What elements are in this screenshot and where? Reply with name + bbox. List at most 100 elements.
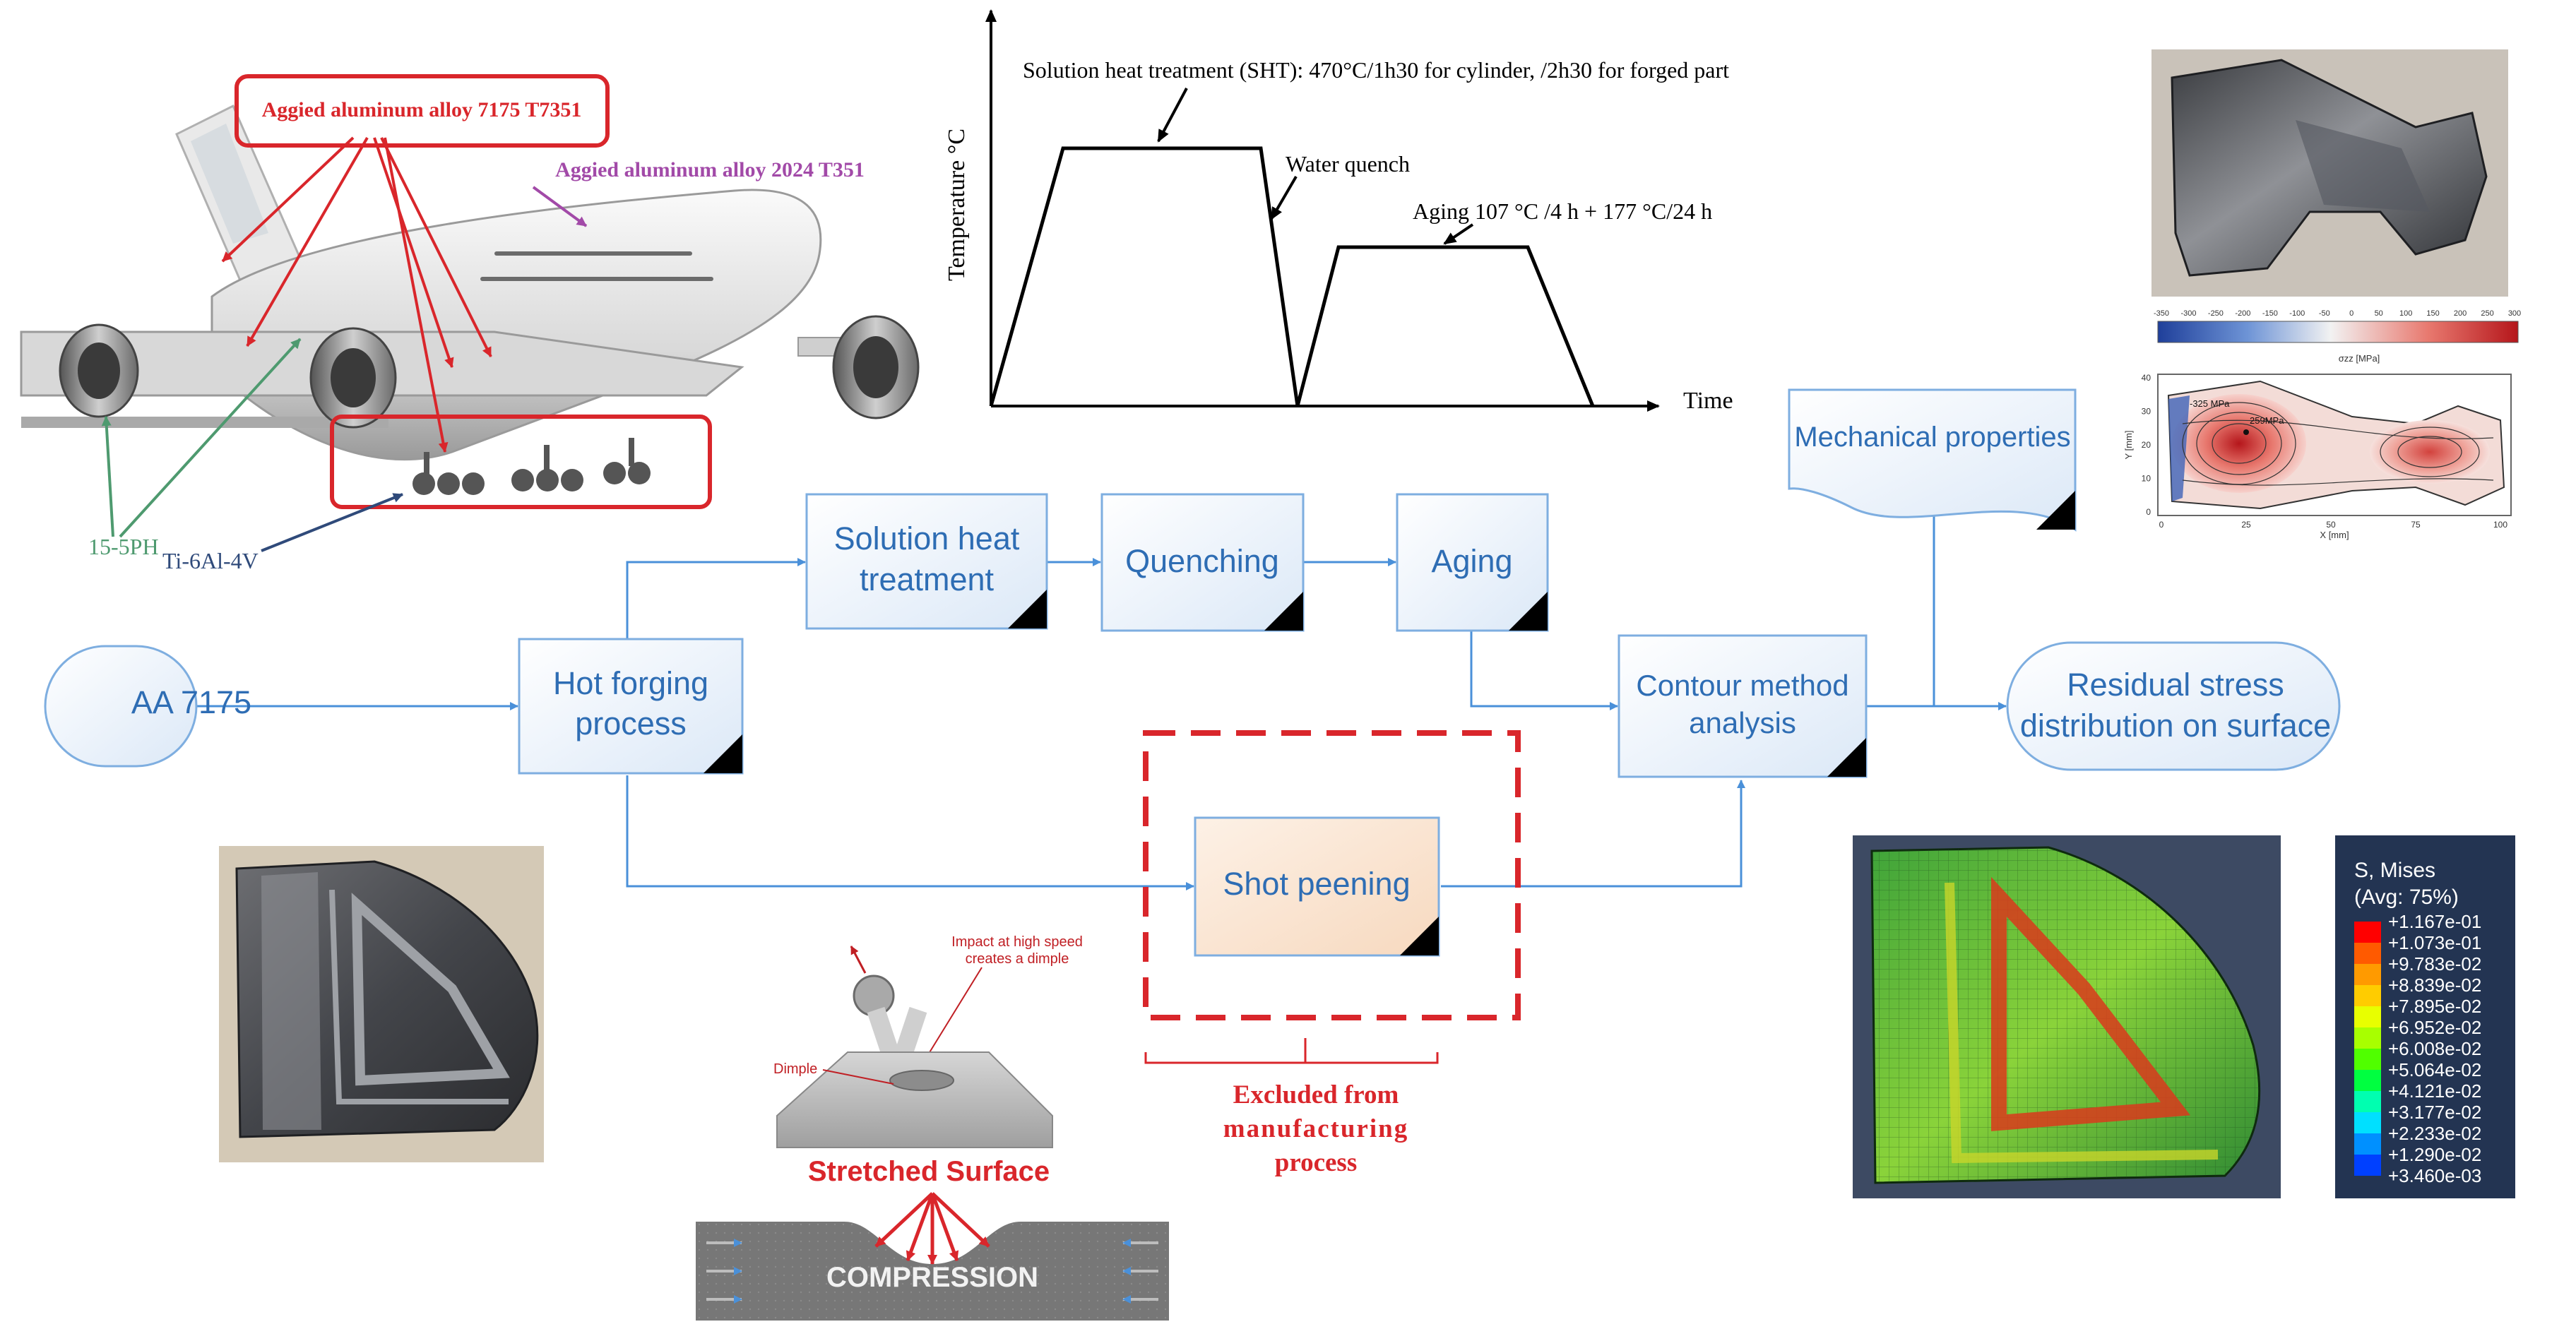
node-hot-forging-l1: Hot forging <box>553 665 708 701</box>
contour-scale-tick: -250 <box>2208 309 2224 318</box>
mises-legend-swatch <box>2354 922 2381 943</box>
node-shot-peening[interactable]: Shot peening <box>1194 816 1440 957</box>
callout-2024-arrow <box>532 186 588 227</box>
callout-2024-label: Aggied aluminum alloy 2024 T351 <box>555 158 865 181</box>
node-contour-method[interactable]: Contour method analysis <box>1618 634 1868 778</box>
mises-legend-title-l1: S, Mises <box>2354 859 2435 882</box>
contour-x-tick: 25 <box>2241 520 2251 530</box>
node-aa7175-label: AA 7175 <box>131 684 251 720</box>
aircraft-landing-gear <box>412 438 651 495</box>
excluded-label-l1: Excluded from <box>1233 1080 1399 1109</box>
heat-treatment-aging-arrow <box>1443 223 1474 245</box>
contour-note-a: -325 MPa <box>2190 398 2230 409</box>
node-aa7175[interactable]: AA 7175 <box>44 645 251 768</box>
aircraft-wing-shadow <box>21 417 388 428</box>
peening-compression-label: COMPRESSION <box>826 1262 1038 1293</box>
fem-hotspot-rim <box>1991 876 2191 1131</box>
mises-legend-value: +6.952e-02 <box>2388 1017 2481 1038</box>
contour-scale-tick: -350 <box>2154 309 2169 318</box>
contour-y-tick: 0 <box>2146 507 2151 517</box>
contour-scale-tick: 300 <box>2508 309 2521 318</box>
mises-legend-swatch <box>2354 985 2381 1006</box>
mises-legend-swatch <box>2354 1112 2381 1133</box>
peening-dimple-pointer <box>822 1069 894 1085</box>
mises-legend-title-l2: (Avg: 75%) <box>2354 886 2459 909</box>
contour-y-tick: 10 <box>2142 474 2151 484</box>
mises-legend-value: +1.290e-02 <box>2388 1144 2481 1165</box>
contour-unit-label: σzz [MPa] <box>2339 353 2380 364</box>
heat-treatment-x-label: Time <box>1683 388 1733 414</box>
contour-scale-tick: 50 <box>2375 309 2383 318</box>
peening-stretch-arrows <box>874 1192 990 1265</box>
excluded-bracket <box>1144 1038 1439 1064</box>
mises-legend-swatch <box>2354 1155 2381 1176</box>
forged-sample-photo <box>219 846 544 1162</box>
node-residual-stress-result[interactable]: Residual stress distribution on surface <box>2006 641 2341 771</box>
mises-legend-swatch <box>2354 943 2381 964</box>
mises-legend-value: +7.895e-02 <box>2388 996 2481 1017</box>
callout-7175-label: Aggied aluminum alloy 7175 T7351 <box>262 98 582 121</box>
contour-x-tick: 75 <box>2411 520 2421 530</box>
contour-scale-tick: -100 <box>2289 309 2305 318</box>
node-solution-heat-treatment[interactable]: Solution heat treatment <box>805 493 1048 630</box>
mises-legend-value: +4.121e-02 <box>2388 1080 2481 1102</box>
node-contour-l2: analysis <box>1689 706 1796 739</box>
mises-legend-value: +1.073e-01 <box>2388 932 2481 953</box>
node-aging[interactable]: Aging <box>1396 493 1549 632</box>
heat-treatment-y-label: Temperature °C <box>944 129 970 281</box>
mises-legend-swatch <box>2354 1133 2381 1155</box>
node-result-l1: Residual stress <box>2067 667 2284 703</box>
mises-legend-value: +1.167e-01 <box>2388 911 2481 932</box>
mises-legend-swatch <box>2354 964 2381 985</box>
mises-legend-swatch <box>2354 1091 2381 1112</box>
heat-treatment-curve <box>989 146 1595 407</box>
node-quenching-label: Quenching <box>1125 543 1279 579</box>
aircraft-tail-stripes <box>191 124 268 244</box>
aircraft-illustration: Aggied aluminum alloy 7175 T7351 Aggied … <box>20 74 920 573</box>
mises-legend-swatch <box>2354 1027 2381 1049</box>
peening-stretched-label: Stretched Surface <box>808 1156 1050 1187</box>
peening-ball-arrow <box>850 946 867 974</box>
excluded-label-l2: manufacturing <box>1223 1114 1408 1143</box>
peening-shot-ball <box>853 975 895 1017</box>
contour-scale-tick: -300 <box>2180 309 2196 318</box>
peening-compression-arrows <box>706 1239 1158 1304</box>
node-hot-forging-l2: process <box>575 705 687 741</box>
mises-legend-value: +5.064e-02 <box>2388 1059 2481 1080</box>
contour-x-tick: 0 <box>2159 520 2164 530</box>
node-mechanical-properties[interactable]: Mechanical properties <box>1788 388 2077 532</box>
contour-scale-tick: 0 <box>2349 309 2354 318</box>
mises-legend-value: +9.783e-02 <box>2388 953 2481 975</box>
mises-legend-scale: +1.167e-01+1.073e-01+9.783e-02+8.839e-02… <box>2354 911 2481 1186</box>
contour-y-label: Y [mm] <box>2123 431 2134 460</box>
contour-x-label: X [mm] <box>2320 530 2349 540</box>
callout-ti-label: Ti-6Al-4V <box>162 548 259 573</box>
contour-note-b: 259MPa <box>2250 415 2284 426</box>
callout-7175-arrows <box>221 136 492 453</box>
heat-treatment-quench-label: Water quench <box>1286 151 1410 177</box>
node-sht-l1: Solution heat <box>834 520 1020 556</box>
flow-connectors <box>196 507 2007 890</box>
node-shot-peening-label: Shot peening <box>1223 866 1410 902</box>
callout-box-landing-gear <box>330 415 712 509</box>
node-result-l2: distribution on surface <box>2020 708 2331 744</box>
mises-legend-value: +6.008e-02 <box>2388 1038 2481 1059</box>
callout-ti-arrow <box>261 493 403 552</box>
heat-treatment-sht-label: Solution heat treatment (SHT): 470°C/1h3… <box>1023 57 1729 83</box>
contour-scale-tick: -200 <box>2235 309 2250 318</box>
node-sht-l2: treatment <box>860 561 995 597</box>
node-contour-l1: Contour method <box>1636 669 1848 702</box>
flow-nodes: AA 7175 Hot forging process Solution hea… <box>44 388 2341 1177</box>
peening-impact-pointer <box>925 967 983 1060</box>
excluded-label-l3: process <box>1275 1148 1357 1177</box>
node-hot-forging[interactable]: Hot forging process <box>518 638 744 775</box>
forged-part-photo <box>2151 49 2508 297</box>
contour-isolines <box>2182 402 2494 486</box>
heat-treatment-chart: Temperature °C Time Solution heat treatm… <box>944 9 1733 414</box>
node-quenching[interactable]: Quenching <box>1100 493 1305 632</box>
aircraft-engines <box>59 315 920 429</box>
contour-y-tick: 20 <box>2142 440 2151 450</box>
